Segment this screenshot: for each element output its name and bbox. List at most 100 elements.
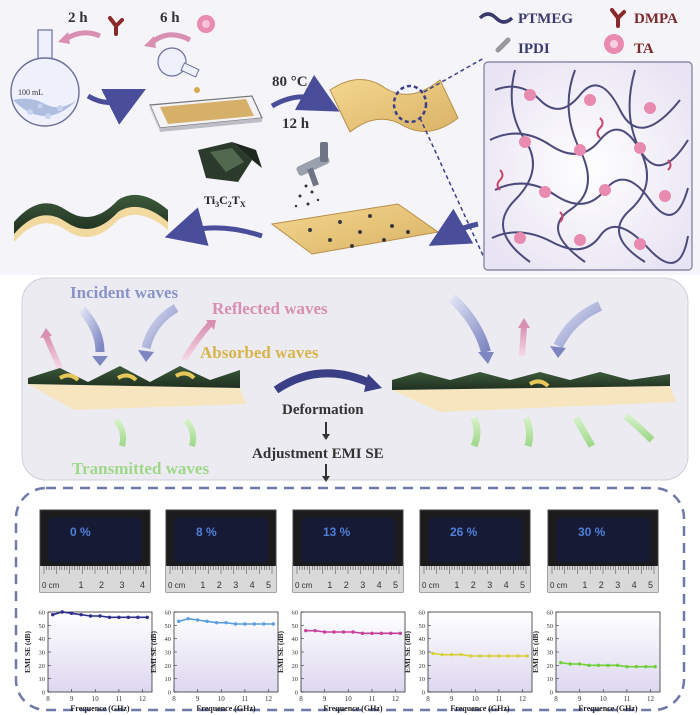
data-point [497,654,501,658]
arrow-cure [270,74,340,112]
strain-label: 8 % [196,525,217,539]
mechanism-panel: Incident waves Reflected waves Absorbed … [21,277,689,482]
y-tick-label: 0 [168,690,171,697]
y-tick-label: 40 [165,636,172,643]
transmitted-arrow-6 [623,413,655,443]
ruler-tick-label: 2 [344,580,349,590]
reflected-waves-label: Reflected waves [212,299,328,318]
y-tick-label: 10 [547,676,554,683]
ruler-tick-label: 3 [120,580,125,590]
transmitted-arrow-5 [572,416,596,448]
strain-label: 0 % [70,525,91,539]
reflected-arrow-2 [181,322,213,362]
data-point [60,610,64,614]
ruler-tick-label: 1 [582,580,587,590]
data-point [398,631,402,636]
ruler-tick-label: 5 [648,580,653,590]
film-sample [556,518,650,562]
data-point [379,631,384,636]
data-point [69,611,74,616]
data-point [322,630,327,634]
data-point [117,615,121,620]
synthesis-panel: 100 mL 2 h 6 h 80 [0,0,700,275]
ruler-tick-label: 4 [140,580,145,590]
absorbed-waves-label: Absorbed waves [200,343,319,362]
reflected-arrow-2-head-icon [206,320,216,330]
data-point [577,662,582,666]
x-axis-label: Frequence (GHz) [578,704,638,713]
x-tick-label: 12 [392,695,400,703]
y-axis-label: EMI SE (dB) [403,630,412,673]
transmitted-arrow-2 [183,418,197,447]
x-tick-label: 11 [624,695,631,703]
ruler-tick-label: 2 [599,580,604,590]
ruler-tick-label: 1 [79,580,84,590]
legend-ptmeg-label: PTMEG [518,11,573,27]
down-arrow-1-head-icon [322,434,330,440]
data-point [634,664,639,669]
data-point [606,663,610,668]
y-tick-label: 0 [422,690,425,697]
legend-ta-label: TA [634,41,654,57]
y-tick-label: 40 [292,636,299,643]
data-point [644,664,648,669]
y-tick-label: 20 [165,663,172,670]
plot-area [555,611,661,693]
reflected-arrow-3-head-icon [518,318,530,328]
incident-arrow-3 [448,294,491,354]
x-tick-label: 8 [554,695,558,703]
legend-dmpa-label: DMPA [634,11,678,27]
data-point [214,620,219,625]
zoom-line-bottom [419,117,487,263]
data-point [440,652,444,657]
ta-molecule-icon [604,34,624,54]
y-tick-label: 30 [547,650,554,657]
transmitted-waves-label: Transmitted waves [72,459,209,478]
data-point [51,612,55,617]
y-tick-label: 0 [42,690,45,697]
x-tick-label: 12 [265,695,273,703]
x-tick-label: 12 [647,695,655,703]
y-tick-label: 50 [165,623,172,630]
ruler-tick-label: 4 [632,580,637,590]
y-tick-label: 30 [165,650,172,657]
deformation-label: Deformation [282,402,364,418]
x-tick-label: 9 [450,695,454,703]
data-point [506,654,511,658]
x-tick-label: 12 [519,695,527,703]
ruler-tick-label: 3 [487,580,492,590]
incident-arrow-1-head-icon [92,356,108,366]
pouring-flask-icon [157,47,200,93]
incident-arrow-4-head-icon [550,346,566,358]
data-point [525,654,529,658]
y-tick-label: 50 [547,623,554,630]
data-point [233,622,238,626]
data-point [389,631,393,636]
x-tick-label: 10 [600,695,608,703]
y-tick-label: 10 [292,676,299,683]
ruler-tick-label: 3 [360,580,365,590]
data-point [126,615,131,620]
polymer-network-inset [483,61,693,271]
data-point [304,628,308,633]
data-point [98,614,102,618]
strain-label: 13 % [323,525,351,539]
ruler-tick-label: 5 [266,580,271,590]
ruler-tick-label: 4 [377,580,382,590]
y-tick-label: 40 [39,636,46,643]
mxene-flakes-icon [198,142,262,182]
data-point [262,622,266,626]
x-axis-label: Frequence (GHz) [196,704,256,713]
data-point [596,663,601,668]
x-axis-label: Frequence (GHz) [323,704,383,713]
ruler-tick-label: 2 [471,580,476,590]
data-point [313,628,317,633]
y-axis-label: EMI SE (dB) [149,630,158,673]
data-point [136,615,140,620]
